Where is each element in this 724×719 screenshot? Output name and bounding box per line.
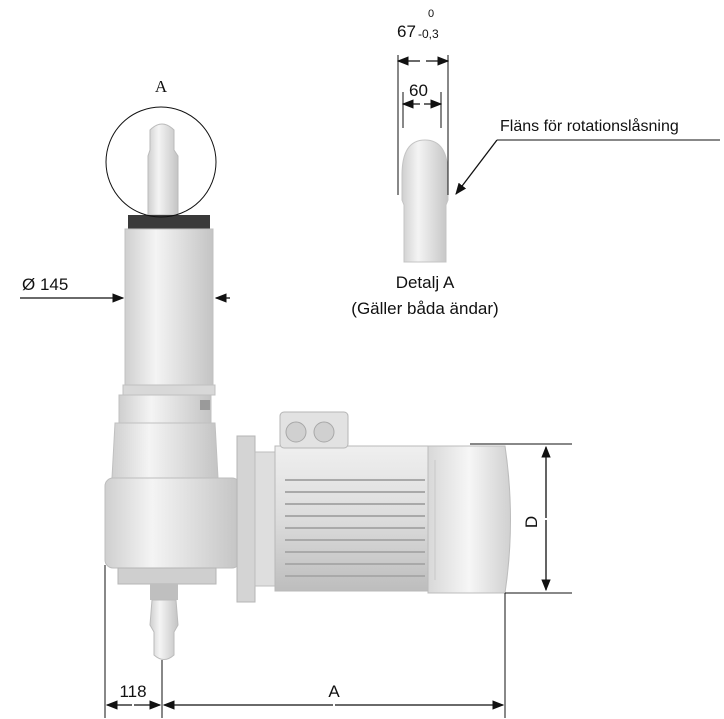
main-cylinder	[124, 228, 214, 395]
flange-tol-lower: -0,3	[418, 27, 439, 41]
cooling-fins	[285, 479, 425, 577]
length-label: A	[328, 682, 340, 701]
detail-a-view: 67 0 -0,3 60 Fläns för rotationslåsning …	[351, 8, 720, 318]
gearbox-base	[117, 567, 217, 585]
rod-bottom-collar	[150, 584, 178, 600]
detail-circle-a: A	[105, 77, 217, 218]
offset-label: 118	[119, 682, 146, 701]
flange-tol-upper: 0	[428, 8, 434, 20]
diameter-dimension: Ø 145	[20, 275, 230, 303]
detail-flange	[401, 139, 449, 263]
housing-taper	[111, 422, 219, 479]
actuator-assembly	[104, 123, 511, 660]
housing-bolt	[200, 400, 210, 410]
lower-housing	[118, 394, 212, 424]
gearbox	[104, 477, 241, 569]
dark-collar	[128, 215, 210, 229]
height-dimension: D	[470, 443, 572, 594]
detail-circle-label: A	[155, 77, 168, 96]
inner-width-label: 60	[409, 81, 428, 100]
motor-flange	[236, 435, 256, 603]
flange-width-label: 67	[397, 22, 416, 41]
flange-callout: Fläns för rotationslåsning	[500, 117, 679, 135]
cylinder-ring	[122, 384, 216, 396]
diameter-label: Ø 145	[22, 275, 68, 294]
bottom-dimensions: 118 A	[104, 565, 506, 718]
piston-rod-bottom	[149, 599, 179, 660]
motor-adapter	[254, 451, 276, 587]
fan-cover	[427, 445, 511, 594]
height-label: D	[522, 516, 541, 528]
cable-gland-right	[313, 421, 335, 443]
cable-gland-left	[285, 421, 307, 443]
detail-subtitle: (Gäller båda ändar)	[351, 299, 498, 318]
piston-rod-top	[147, 123, 179, 216]
motor-body	[274, 445, 436, 592]
detail-title: Detalj A	[396, 273, 455, 292]
